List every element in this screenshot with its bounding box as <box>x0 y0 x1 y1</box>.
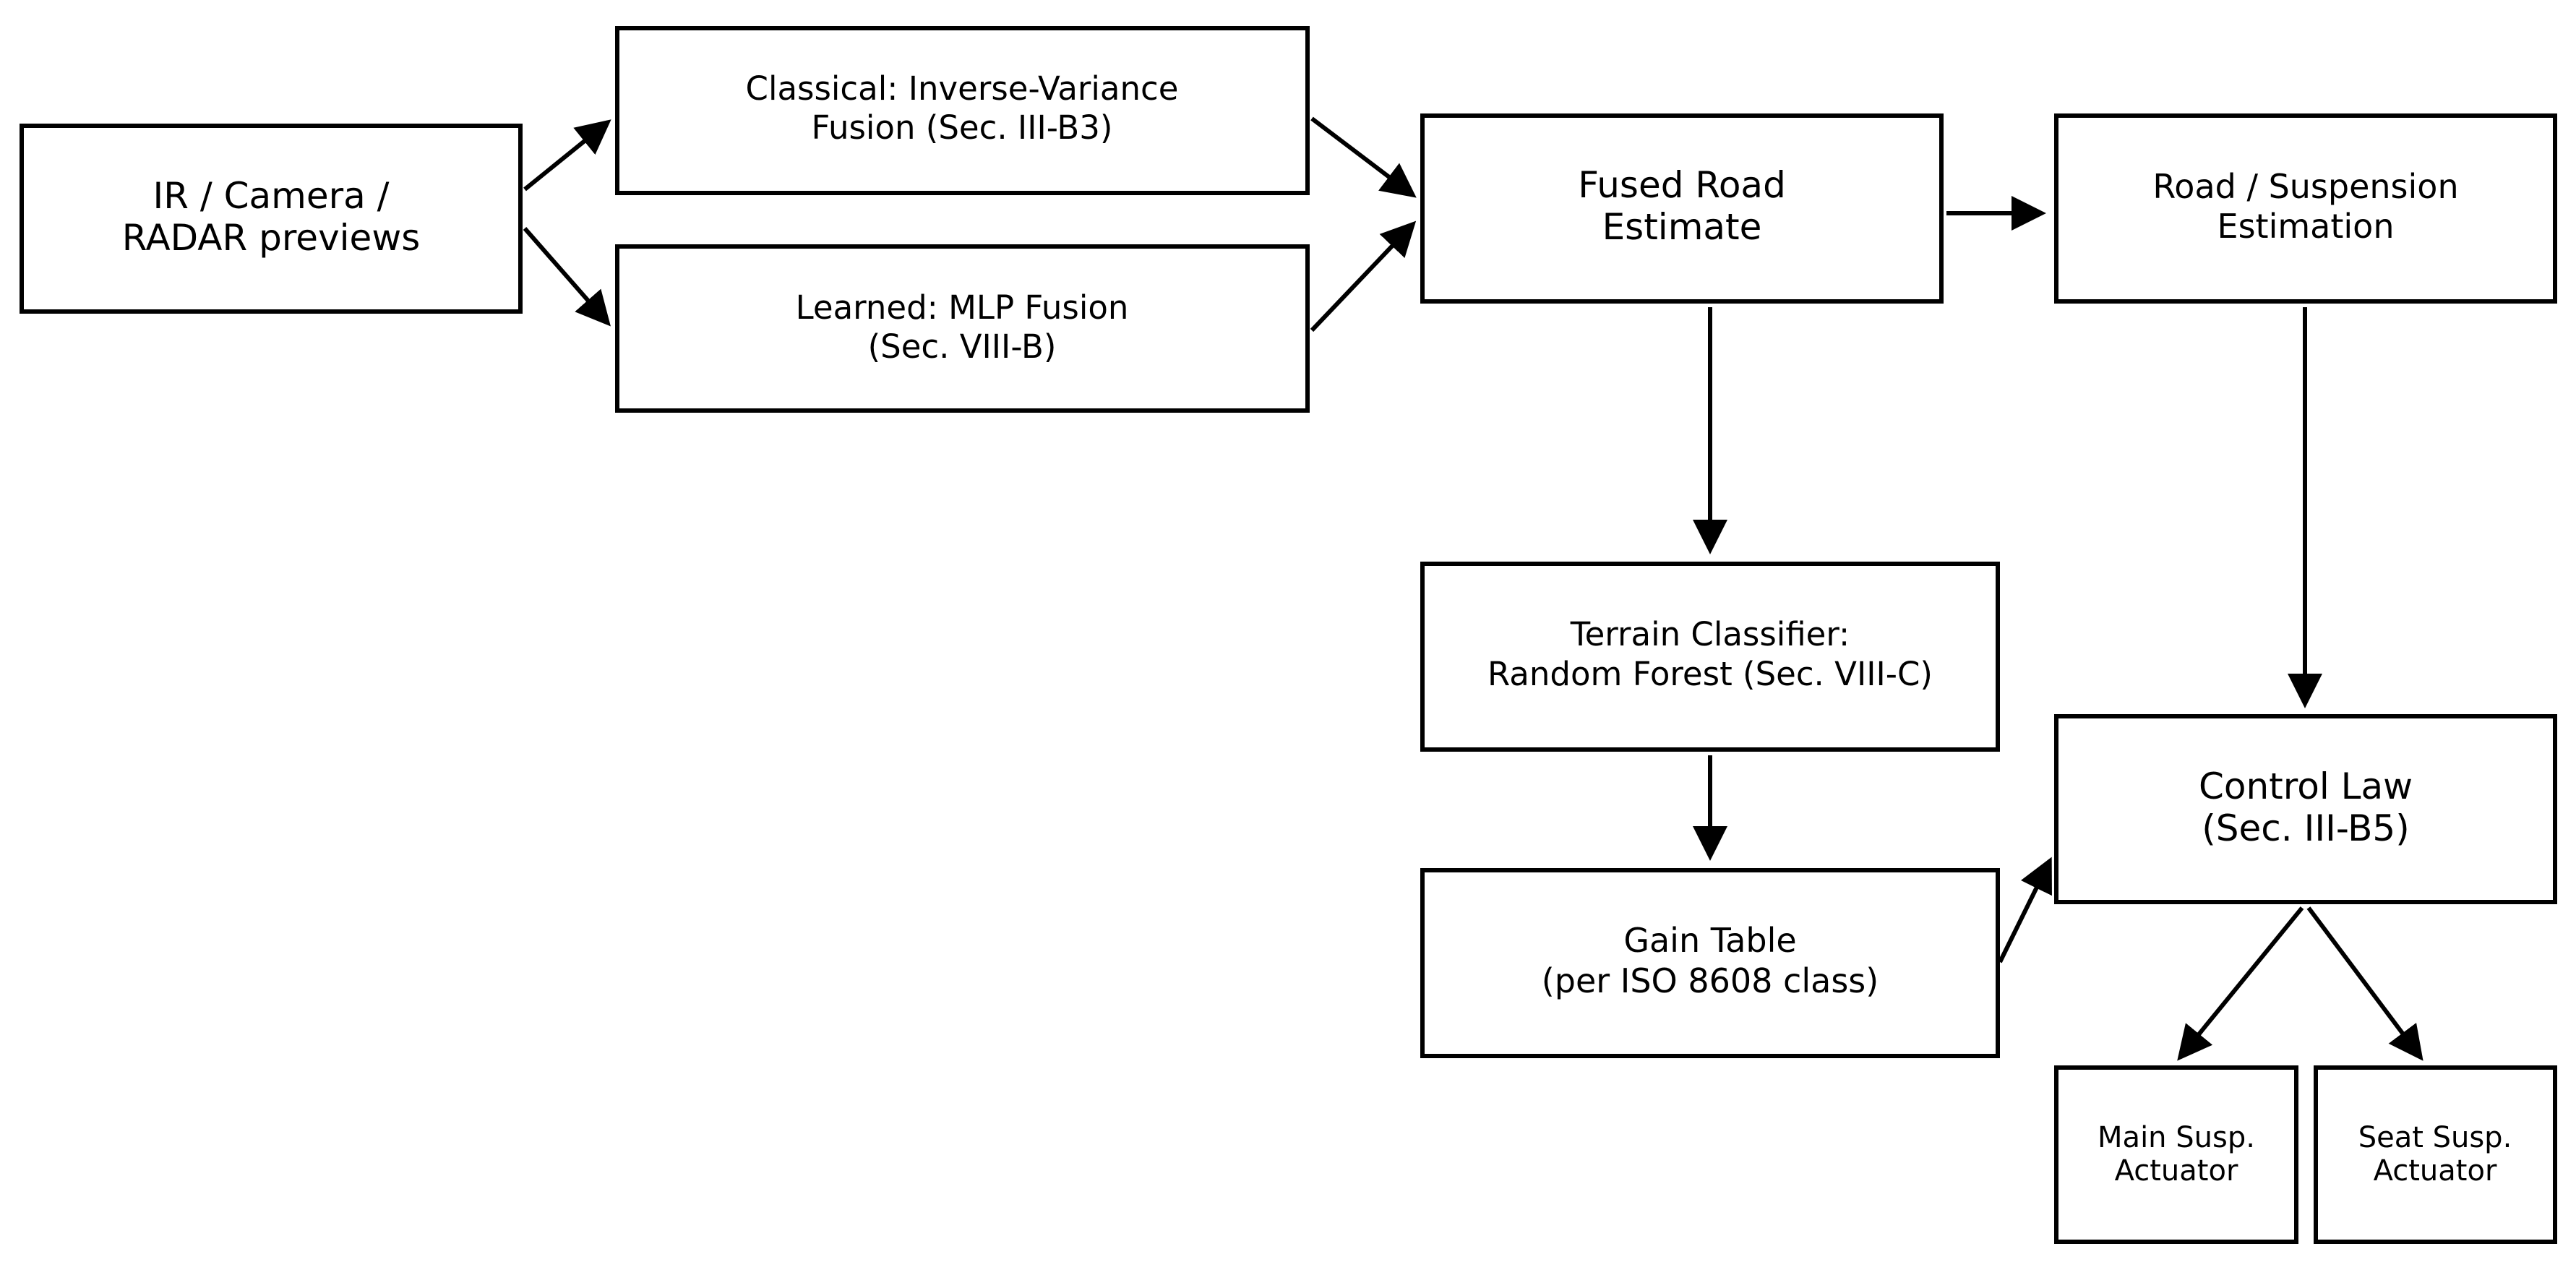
node-fused-road-estimate-label: Fused Road <box>1578 164 1786 206</box>
node-seat-susp-actuator-label: Actuator <box>2374 1154 2497 1188</box>
node-control-law-label: Control Law <box>2199 765 2413 807</box>
node-classical-fusion-label: Fusion (Sec. III-B3) <box>812 108 1113 147</box>
edge-previews-to-learned <box>523 227 611 327</box>
node-terrain-classifier-box <box>1420 562 2000 752</box>
node-seat-susp-actuator: Seat Susp. Actuator <box>2314 1065 2557 1244</box>
node-gain-table-box <box>1420 868 2000 1058</box>
edge-learned-to-fused <box>1310 220 1417 332</box>
node-fused-road-estimate-label: Estimate <box>1602 206 1762 248</box>
edge-previews-to-classical <box>523 119 611 192</box>
node-previews-label: IR / Camera / <box>153 175 389 217</box>
node-previews-label: RADAR previews <box>122 217 421 259</box>
node-learned-fusion-label: Learned: MLP Fusion <box>796 288 1129 327</box>
node-control-law-label: (Sec. III-B5) <box>2202 807 2409 849</box>
edges <box>523 116 2423 1061</box>
node-seat-susp-actuator-box <box>2314 1065 2557 1244</box>
node-previews: IR / Camera / RADAR previews <box>20 124 523 314</box>
node-learned-fusion-label: (Sec. VIII-B) <box>868 327 1057 366</box>
edge-gain-to-control <box>1998 857 2052 963</box>
node-learned-fusion-box <box>615 244 1310 413</box>
node-terrain-classifier-label: Terrain Classifier: <box>1570 615 1850 653</box>
node-road-suspension-estimation: Road / Suspension Estimation <box>2054 113 2557 304</box>
node-main-susp-actuator: Main Susp. Actuator <box>2054 1065 2298 1244</box>
node-control-law-box <box>2054 714 2557 904</box>
node-fused-road-estimate: Fused Road Estimate <box>1420 113 1944 304</box>
edge-classical-to-fused <box>1310 116 1417 198</box>
node-road-suspension-estimation-box <box>2054 113 2557 304</box>
node-control-law: Control Law (Sec. III-B5) <box>2054 714 2557 904</box>
edge-control-to-seat-actuator <box>2306 906 2423 1061</box>
edge-control-to-main-actuator <box>2177 906 2304 1061</box>
node-main-susp-actuator-label: Main Susp. <box>2098 1121 2255 1154</box>
node-gain-table-label: Gain Table <box>1623 921 1796 960</box>
node-terrain-classifier: Terrain Classifier: Random Forest (Sec. … <box>1420 562 2000 752</box>
node-fused-road-estimate-box <box>1420 113 1944 304</box>
node-classical-fusion: Classical: Inverse-Variance Fusion (Sec.… <box>615 26 1310 195</box>
node-classical-fusion-label: Classical: Inverse-Variance <box>746 69 1179 108</box>
node-terrain-classifier-label: Random Forest (Sec. VIII-C) <box>1487 655 1933 693</box>
node-road-suspension-estimation-label: Road / Suspension <box>2152 167 2458 206</box>
node-road-suspension-estimation-label: Estimation <box>2217 207 2395 246</box>
node-previews-box <box>20 124 523 314</box>
node-gain-table: Gain Table (per ISO 8608 class) <box>1420 868 2000 1058</box>
node-seat-susp-actuator-label: Seat Susp. <box>2358 1121 2512 1154</box>
node-gain-table-label: (per ISO 8608 class) <box>1542 961 1879 1000</box>
node-main-susp-actuator-box <box>2054 1065 2298 1244</box>
node-classical-fusion-box <box>615 26 1310 195</box>
node-main-susp-actuator-label: Actuator <box>2115 1154 2238 1188</box>
node-learned-fusion: Learned: MLP Fusion (Sec. VIII-B) <box>615 244 1310 413</box>
